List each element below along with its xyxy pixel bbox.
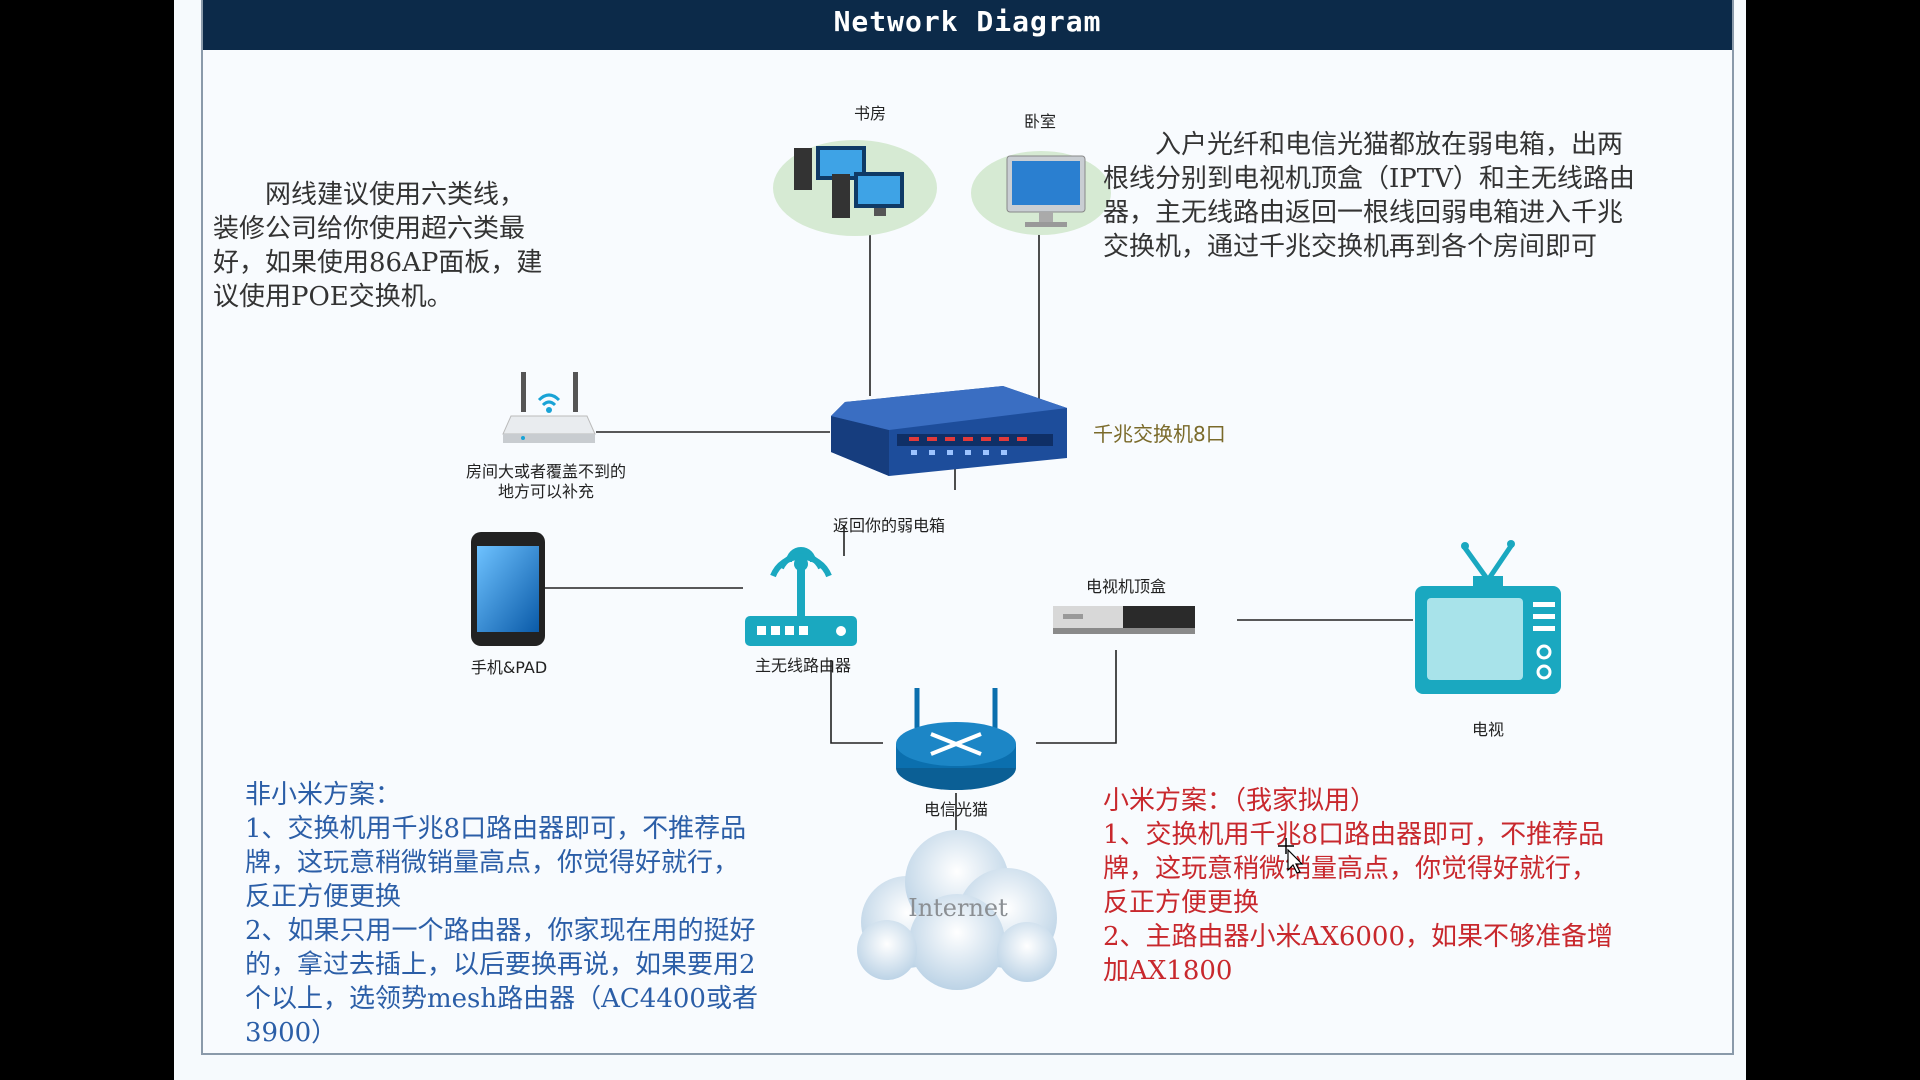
modem-label: 电信光猫 — [923, 800, 988, 819]
settop-box-icon — [1051, 604, 1197, 638]
settop-label: 电视机顶盒 — [1085, 577, 1166, 596]
gigabit-switch-icon — [827, 382, 1071, 482]
fiber-advice-line-2: 根线分别到电视机顶盒（IPTV）和主无线路由 — [1103, 164, 1635, 194]
cable-advice-line-3: 好，如果使用86AP面板，建 — [213, 248, 543, 278]
phone-pad-icon — [467, 530, 547, 648]
internet-label: Internet — [908, 894, 1008, 922]
non-xiaomi-line-8: 3900） — [245, 1018, 338, 1048]
telecom-modem-icon — [893, 684, 1019, 794]
main-router-label: 主无线路由器 — [754, 656, 851, 675]
non-xiaomi-line-4: 反正方便更换 — [245, 882, 402, 912]
non-xiaomi-line-2: 1、交换机用千兆8口路由器即可，不推荐品 — [245, 814, 747, 844]
fiber-advice-line-4: 交换机，通过千兆交换机再到各个房间即可 — [1103, 232, 1598, 262]
fiber-advice-line-3: 器，主无线路由返回一根线回弱电箱进入千兆 — [1103, 198, 1624, 228]
main-router-icon — [743, 528, 859, 650]
tv-label: 电视 — [1471, 720, 1504, 739]
xiaomi-line-3: 牌，这玩意稍微销量高点，你觉得好就行， — [1103, 854, 1598, 884]
non-xiaomi-line-1: 非小米方案： — [245, 780, 402, 810]
cable-advice-line-1: 网线建议使用六类线， — [213, 180, 526, 210]
cable-advice-note: 网线建议使用六类线， 装修公司给你使用超六类最 好，如果使用86AP面板，建 议… — [213, 178, 542, 314]
study-label: 书房 — [853, 104, 886, 123]
title-bar: Network Diagram — [203, 0, 1732, 50]
ap-label-line-2: 地方可以补充 — [497, 482, 594, 501]
connection-wires — [543, 215, 1413, 843]
xiaomi-line-5: 2、主路由器小米AX6000，如果不够准备增 — [1103, 922, 1613, 952]
xiaomi-line-2: 1、交换机用千兆8口路由器即可，不推荐品 — [1103, 820, 1605, 850]
phone-label: 手机&PAD — [470, 658, 548, 677]
xiaomi-line-6: 加AX1800 — [1103, 956, 1233, 986]
move-cursor-icon — [1278, 838, 1304, 874]
xiaomi-line-4: 反正方便更换 — [1103, 888, 1260, 918]
fiber-advice-line-1: 入户光纤和电信光猫都放在弱电箱，出两 — [1103, 130, 1624, 160]
wire-modem-settop — [1036, 650, 1117, 744]
non-xiaomi-line-5: 2、如果只用一个路由器，你家现在用的挺好 — [245, 916, 756, 946]
page-title: Network Diagram — [833, 5, 1102, 38]
return-to-box-label: 返回你的弱电箱 — [833, 516, 946, 535]
ap-label-line-1: 房间大或者覆盖不到的 — [465, 462, 626, 481]
switch-label: 千兆交换机8口 — [1093, 422, 1226, 446]
slide-page: Network Diagram — [174, 0, 1746, 1080]
non-xiaomi-line-6: 的，拿过去插上，以后要换再说，如果要用2 — [245, 950, 756, 980]
tv-icon — [1413, 540, 1563, 696]
bedroom-label: 卧室 — [1023, 112, 1056, 131]
non-xiaomi-line-3: 牌，这玩意稍微销量高点，你觉得好就行， — [245, 848, 740, 878]
diagram-frame: Network Diagram — [201, 0, 1734, 1055]
non-xiaomi-plan-note: 非小米方案： 1、交换机用千兆8口路由器即可，不推荐品 牌，这玩意稍微销量高点，… — [245, 778, 758, 1050]
non-xiaomi-line-7: 个以上，选领势mesh路由器（AC4400或者 — [245, 984, 758, 1014]
bedroom-computer-icon — [969, 148, 1115, 238]
fiber-advice-note: 入户光纤和电信光猫都放在弱电箱，出两 根线分别到电视机顶盒（IPTV）和主无线路… — [1103, 128, 1635, 264]
wire-router-modem — [830, 660, 883, 744]
study-computers-icon — [770, 138, 940, 238]
xiaomi-plan-note: 小米方案：（我家拟用） 1、交换机用千兆8口路由器即可，不推荐品 牌，这玩意稍微… — [1103, 784, 1613, 988]
internet-cloud-icon — [847, 822, 1067, 994]
cable-advice-line-4: 议使用POE交换机。 — [213, 282, 453, 312]
wireless-ap-icon — [501, 368, 597, 446]
ap-label: 房间大或者覆盖不到的 地方可以补充 — [451, 462, 641, 502]
xiaomi-line-1: 小米方案：（我家拟用） — [1103, 786, 1377, 816]
cable-advice-line-2: 装修公司给你使用超六类最 — [213, 214, 526, 244]
